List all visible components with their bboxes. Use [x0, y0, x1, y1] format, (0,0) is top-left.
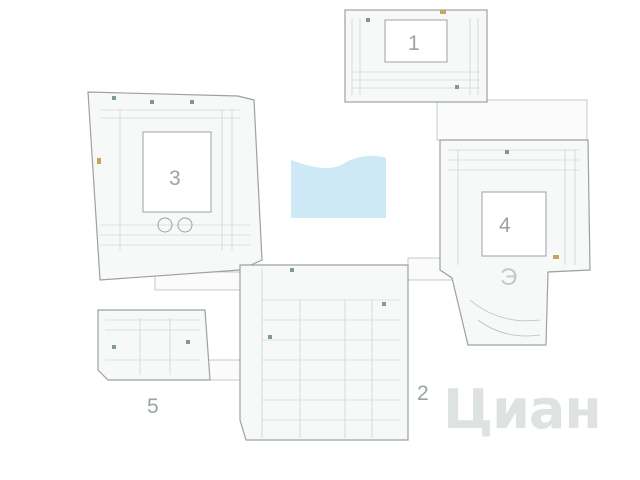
building-4-stalls	[448, 149, 580, 265]
building-2	[239, 264, 409, 441]
svg-text:Э: Э	[500, 264, 517, 291]
building-5	[97, 309, 211, 381]
water-pool	[291, 155, 386, 218]
building-1	[344, 9, 488, 103]
building-2-stalls	[261, 268, 400, 438]
zone-label-5: 5	[147, 395, 159, 418]
building-3-stalls	[100, 109, 250, 250]
zone-label-1: 1	[408, 32, 420, 55]
zone-label-3: 3	[169, 167, 181, 190]
building-5-stalls	[105, 318, 200, 375]
building-4: Э	[439, 139, 591, 346]
building-3	[87, 91, 263, 281]
building-1-stalls	[351, 18, 480, 95]
watermark: Циан	[443, 378, 601, 441]
zone-label-4: 4	[499, 214, 511, 237]
zone-label-2: 2	[417, 382, 429, 405]
